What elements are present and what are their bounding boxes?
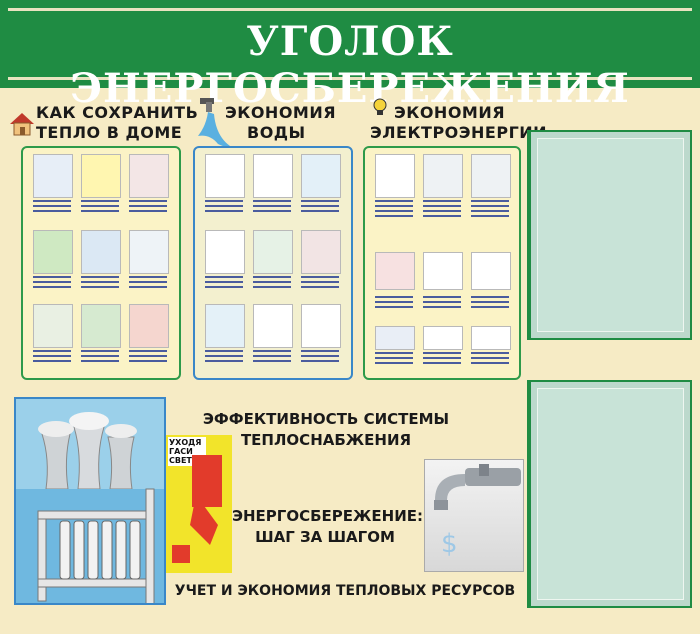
- energy-saving-line2: ШАГ ЗА ШАГОМ: [255, 528, 395, 546]
- illustration: [205, 230, 245, 274]
- turn-off-light-poster: УХОДЯ ГАСИ СВЕТ!: [166, 435, 232, 573]
- section-water-line1: ЭКОНОМИЯ: [225, 103, 337, 122]
- heat-efficiency-heading: ЭФФЕКТИВНОСТЬ СИСТЕМЫ ТЕПЛОСНАБЖЕНИЯ: [196, 409, 456, 451]
- illustration: [33, 304, 73, 348]
- illustration: [471, 154, 511, 198]
- illustration: [253, 154, 293, 198]
- illustration: [253, 304, 293, 348]
- illustration: [33, 154, 73, 198]
- section-water-line2: ВОДЫ: [247, 123, 306, 142]
- illustration: [301, 304, 341, 348]
- illustration: [129, 304, 169, 348]
- illustration: [375, 326, 415, 350]
- energy-saving-line1: ЭНЕРГОСБЕРЕЖЕНИЕ:: [232, 507, 424, 525]
- illustration: [205, 304, 245, 348]
- page-title: УГОЛОК ЭНЕРГОСБЕРЕЖЕНИЯ: [70, 18, 630, 112]
- section-electricity-title: ЭКОНОМИЯ ЭЛЕКТРОЭНЕРГИИ: [370, 103, 547, 143]
- illustration: [471, 326, 511, 350]
- heat-info-panel: [21, 146, 181, 380]
- heating-system-illustration: [14, 397, 166, 605]
- illustration: [205, 154, 245, 198]
- illustration: [33, 230, 73, 274]
- document-pocket-bottom[interactable]: [527, 380, 692, 608]
- illustration: [301, 230, 341, 274]
- illustration: [81, 154, 121, 198]
- lightbulb-icon: [373, 98, 387, 115]
- illustration: [129, 230, 169, 274]
- water-info-panel: [193, 146, 353, 380]
- faucet-illustration: $: [424, 459, 524, 572]
- svg-text:$: $: [441, 529, 458, 559]
- energy-saving-steps-heading: ЭНЕРГОСБЕРЕЖЕНИЕ: ШАГ ЗА ШАГОМ: [232, 506, 424, 548]
- heat-efficiency-line2: ТЕПЛОСНАБЖЕНИЯ: [240, 431, 412, 449]
- illustration: [423, 326, 463, 350]
- faucet-icon: [198, 98, 230, 147]
- illustration: [81, 230, 121, 274]
- illustration: [129, 154, 169, 198]
- illustration: [301, 154, 341, 198]
- section-heat-line1: КАК СОХРАНИТЬ: [36, 103, 199, 122]
- heat-efficiency-line1: ЭФФЕКТИВНОСТЬ СИСТЕМЫ: [202, 410, 450, 428]
- section-electricity-line2: ЭЛЕКТРОЭНЕРГИИ: [370, 123, 548, 142]
- section-heat-title: КАК СОХРАНИТЬ ТЕПЛО В ДОМЕ: [36, 103, 198, 143]
- section-water-title: ЭКОНОМИЯ ВОДЫ: [225, 103, 336, 143]
- header-banner: УГОЛОК ЭНЕРГОСБЕРЕЖЕНИЯ: [0, 0, 700, 112]
- document-pocket-top[interactable]: [527, 130, 692, 340]
- illustration: [253, 230, 293, 274]
- section-heat-line2: ТЕПЛО В ДОМЕ: [36, 123, 183, 142]
- illustration: [423, 252, 463, 290]
- illustration: [375, 154, 415, 198]
- illustration: [471, 252, 511, 290]
- electricity-info-panel: [363, 146, 521, 380]
- heat-accounting-heading: УЧЕТ И ЭКОНОМИЯ ТЕПЛОВЫХ РЕСУРСОВ: [174, 583, 516, 599]
- house-icon: [10, 113, 34, 136]
- header-frame: [8, 8, 692, 80]
- poster-text: УХОДЯ ГАСИ СВЕТ!: [168, 437, 206, 466]
- illustration: [375, 252, 415, 290]
- section-electricity-line1: ЭКОНОМИЯ: [394, 103, 506, 122]
- illustration: [423, 154, 463, 198]
- illustration: [81, 304, 121, 348]
